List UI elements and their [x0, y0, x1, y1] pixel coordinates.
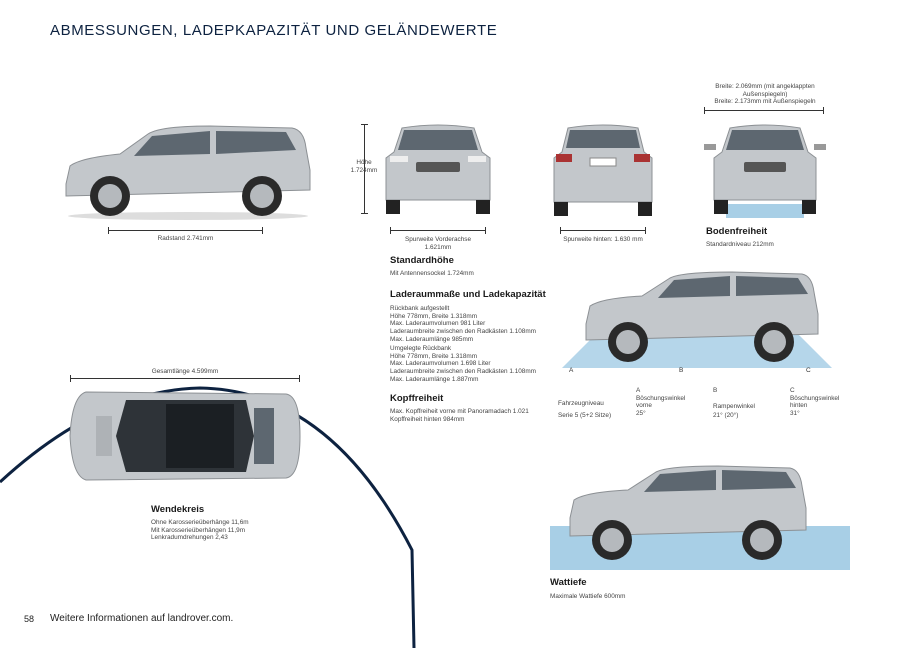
laderaum-block-folded: Umgelegte Rückbank Höhe 778mm, Breite 1.…: [390, 345, 537, 383]
angles-col-b: B Rampenwinkel 21° (20°): [713, 387, 755, 420]
car-front-width-image: [704, 124, 826, 218]
standardhoehe-heading: Standardhöhe: [390, 255, 454, 266]
wheelbase-label: Radstand 2.741mm: [157, 235, 214, 242]
wattiefe-text: Maximale Wattiefe 600mm: [550, 593, 626, 600]
wendekreis-text: Ohne Karosserieüberhänge 11,6m Mit Karos…: [151, 519, 249, 542]
angles-col-a: A Böschungswinkel vorne 25°: [636, 387, 686, 418]
angles-col-level: Fahrzeugniveau Serie 5 (5+2 Sitze): [558, 400, 612, 419]
kopffreiheit-heading: Kopffreiheit: [390, 393, 444, 404]
laderaum-heading: Laderaummaße und Ladekapazität: [390, 289, 546, 300]
car-top-image: [69, 391, 301, 481]
page-title: ABMESSUNGEN, LADEPKAPAZITÄT UND GELÄNDEW…: [50, 22, 498, 39]
bodenfreiheit-heading: Bodenfreiheit: [706, 226, 768, 237]
standardhoehe-text: Mit Antennensockel 1.724mm: [390, 270, 474, 277]
length-dimension-line: [70, 375, 300, 382]
footer-link-text: Weitere Informationen auf landrover.com.: [50, 613, 234, 624]
wendekreis-heading: Wendekreis: [151, 504, 205, 515]
car-front-image: [385, 124, 491, 214]
page-number: 58: [24, 614, 35, 624]
wattiefe-heading: Wattiefe: [550, 577, 587, 588]
angle-marker-b: B: [679, 367, 684, 374]
length-label: Gesamtlänge 4.599mm: [151, 368, 219, 375]
angles-col-c: C Böschungswinkel hinten 31°: [790, 387, 840, 418]
angle-marker-c: C: [806, 367, 811, 374]
wheelbase-dimension-line: [108, 227, 263, 234]
width-label: Breite: 2.069mm (mit angeklappten Außens…: [714, 83, 816, 106]
track-rear-dimension-line: [560, 227, 646, 234]
laderaum-block-upright: Rückbank aufgestellt Höhe 778mm, Breite …: [390, 305, 537, 343]
bodenfreiheit-text: Standardniveau 212mm: [706, 241, 774, 248]
car-wading-image: [550, 465, 850, 570]
kopffreiheit-text: Max. Kopffreiheit vorne mit Panoramadach…: [390, 408, 529, 423]
track-rear-label: Spurweite hinten: 1.630 mm: [563, 236, 643, 243]
car-side-image: [65, 125, 311, 220]
height-dimension-line: [361, 124, 368, 214]
width-dimension-line: [704, 107, 824, 114]
height-label: Höhe 1.724mm: [350, 159, 378, 174]
turning-circle-arc: [0, 386, 416, 648]
car-rear-image: [553, 124, 653, 216]
angle-marker-a: A: [569, 367, 574, 374]
track-front-label: Spurweite Vorderachse 1.621mm: [404, 236, 472, 251]
track-front-dimension-line: [390, 227, 486, 234]
car-angles-image: [562, 271, 832, 368]
